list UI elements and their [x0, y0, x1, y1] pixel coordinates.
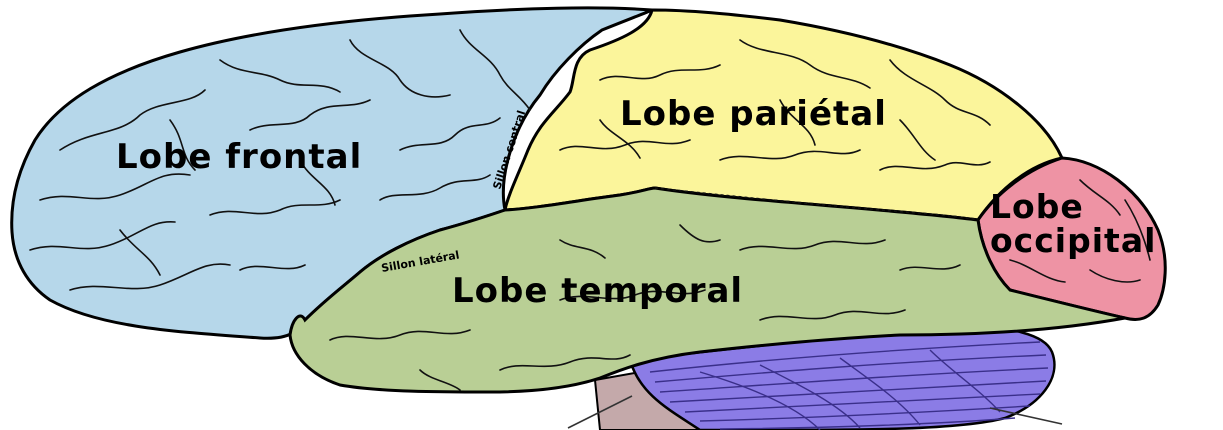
label-frontal-lobe: Lobe frontal: [116, 137, 362, 177]
label-temporal-lobe: Lobe temporal: [452, 271, 743, 311]
label-occipital-lobe-line2: occipital: [990, 221, 1156, 260]
label-parietal-lobe: Lobe pariétal: [620, 94, 887, 134]
